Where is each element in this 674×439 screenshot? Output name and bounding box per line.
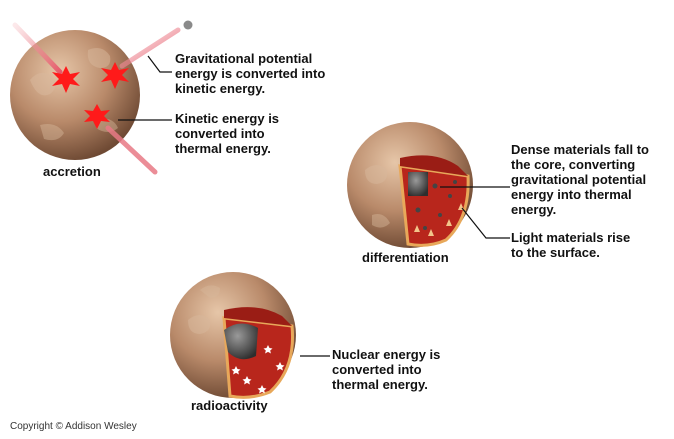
label-dense-materials: Dense materials fall to the core, conver… (511, 142, 649, 217)
label-line: Kinetic energy is (175, 111, 280, 126)
label-line: Light materials rise (511, 230, 631, 245)
accretion-leader-lines (118, 55, 172, 121)
label-line: thermal energy. (175, 141, 271, 156)
incoming-meteor (183, 20, 193, 30)
label-line: converted into (332, 362, 422, 377)
label-light-materials: Light materials rise to the surface. (511, 230, 630, 260)
radioactive-core (224, 323, 258, 360)
label-line: to the surface. (511, 245, 600, 260)
label-line: energy is converted into (175, 66, 326, 81)
radioactive-sparks (231, 345, 285, 394)
label-line: energy into thermal (511, 187, 632, 202)
copyright-notice: Copyright © Addison Wesley (10, 421, 137, 432)
meteor-streaks (12, 22, 181, 175)
label-line: energy. (511, 202, 557, 217)
label-line: kinetic energy. (175, 81, 266, 96)
label-line: the core, converting (511, 157, 636, 172)
caption-differentiation: differentiation (362, 250, 449, 265)
differentiation-leader-lines (440, 186, 510, 239)
label-line: Nuclear energy is (332, 347, 441, 362)
dense-particles (415, 180, 457, 230)
label-nuclear-energy: Nuclear energy is converted into thermal… (332, 347, 440, 392)
radioactivity-planet (170, 272, 296, 399)
label-line: Dense materials fall to (511, 142, 649, 157)
label-kinetic-to-thermal: Kinetic energy is converted into thermal… (175, 111, 279, 156)
label-line: Gravitational potential (175, 51, 313, 66)
dense-core-block (408, 172, 428, 196)
label-line: thermal energy. (332, 377, 428, 392)
differentiation-planet (347, 122, 473, 248)
caption-accretion: accretion (43, 164, 101, 179)
label-gravitational-to-kinetic: Gravitational potential energy is conver… (175, 51, 325, 96)
caption-radioactivity: radioactivity (191, 398, 268, 413)
label-line: gravitational potential (511, 172, 647, 187)
impact-flashes (52, 62, 129, 129)
label-line: converted into (175, 126, 265, 141)
